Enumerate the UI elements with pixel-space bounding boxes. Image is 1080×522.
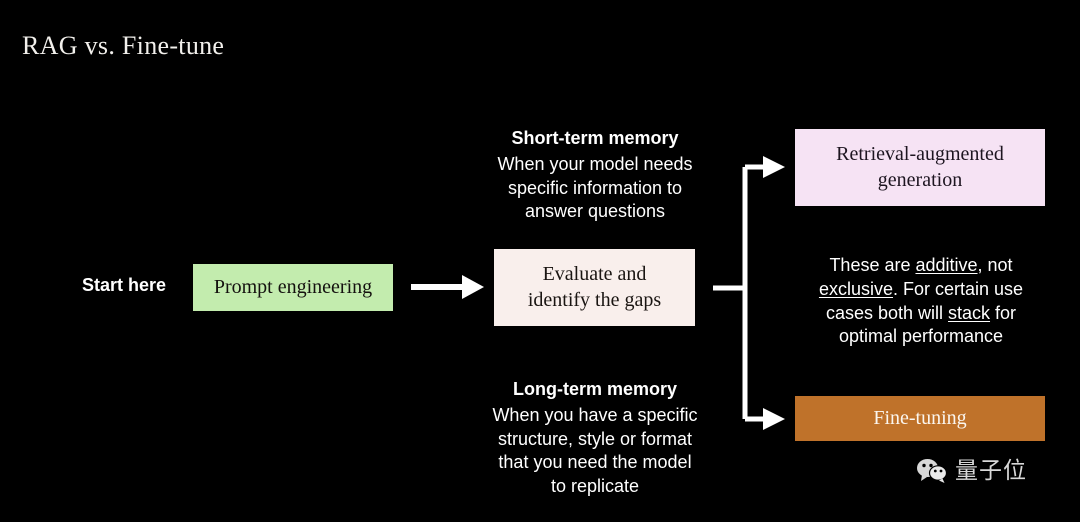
note-part-4: for optimal performance (838, 302, 1017, 347)
arrow-right-to-rag (745, 156, 785, 178)
box-evaluate-line-2: identify the gaps (527, 288, 662, 311)
note-part-2: , not (977, 255, 1013, 275)
long-term-memory-line-4: to replicate (550, 475, 640, 496)
wechat-icon (917, 459, 948, 483)
box-prompt-engineering-label: Prompt engineering (213, 275, 373, 298)
box-evaluate-gaps-text: Evaluate and identify the gaps (528, 262, 661, 313)
long-term-memory-line-1: When you have a specific (492, 405, 698, 426)
note-part-3: . For certain use cases both will (825, 278, 1024, 323)
short-term-memory-line-2: specific information to (507, 177, 683, 198)
start-here-label: Start here (82, 275, 167, 295)
long-term-memory-heading: Long-term memory (512, 379, 678, 399)
page-title: RAG vs. Fine-tune (22, 31, 225, 60)
box-rag-text: Retrieval-augmented generation (836, 142, 1004, 193)
branch-short-term-memory: Short-term memory When your model needs … (465, 127, 725, 224)
box-fine-tuning[interactable]: Fine-tuning (795, 396, 1045, 441)
arrow-right-main (411, 275, 484, 299)
box-fine-tuning-label: Fine-tuning (873, 406, 967, 429)
short-term-memory-heading: Short-term memory (511, 128, 679, 148)
note-underline-stack: stack (948, 302, 991, 323)
box-retrieval-augmented-generation[interactable]: Retrieval-augmented generation (795, 129, 1045, 206)
branch-long-term-memory: Long-term memory When you have a specifi… (465, 378, 725, 498)
box-rag-line-2: generation (877, 168, 963, 191)
note-part-1: These are (829, 255, 916, 275)
long-term-memory-line-2: structure, style or format (497, 428, 693, 449)
box-rag-line-1: Retrieval-augmented (836, 142, 1004, 165)
box-evaluate-gaps[interactable]: Evaluate and identify the gaps (494, 249, 695, 326)
note-underline-additive: additive (915, 255, 978, 275)
note-underline-exclusive: exclusive (818, 278, 893, 299)
watermark-text: 量子位 (955, 457, 1027, 484)
note-additive-not-exclusive: These are additive, not exclusive. For c… (800, 254, 1042, 349)
box-evaluate-line-1: Evaluate and (542, 262, 647, 285)
short-term-memory-line-1: When your model needs (497, 154, 693, 175)
long-term-memory-line-3: that you need the model (498, 452, 692, 473)
short-term-memory-line-3: answer questions (524, 201, 666, 222)
box-prompt-engineering[interactable]: Prompt engineering (193, 264, 393, 311)
arrow-right-to-fine-tuning (745, 408, 785, 430)
watermark: 量子位 (916, 458, 1027, 484)
